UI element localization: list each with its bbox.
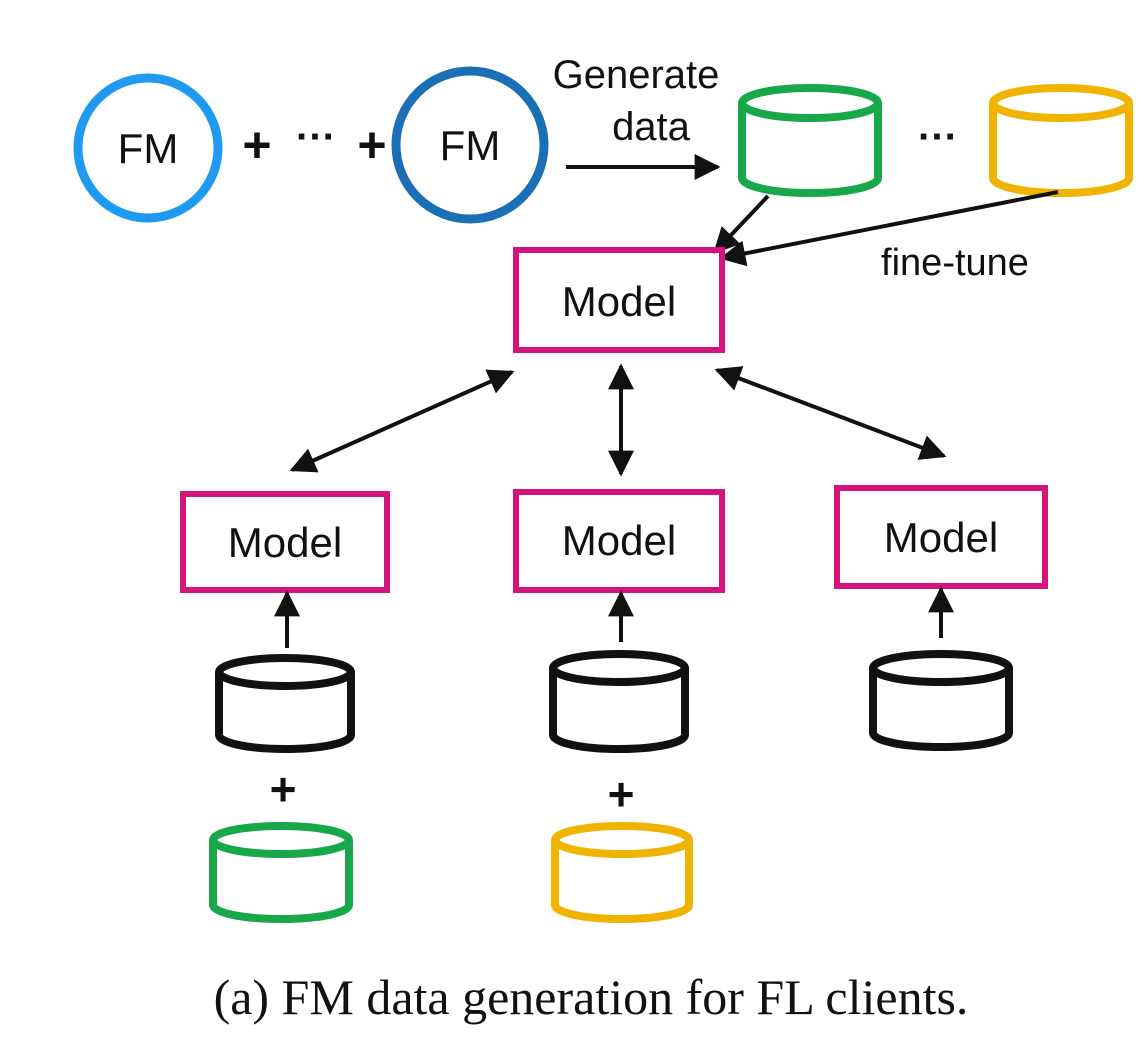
client-model-label-3: Model xyxy=(884,514,998,561)
figure-caption: (a) FM data generation for FL clients. xyxy=(214,969,969,1025)
client-model-box-1: Model xyxy=(180,491,390,593)
fm-left-label: FM xyxy=(118,125,179,172)
generated-dataset-yellow xyxy=(989,84,1133,197)
finetune-arrow-from-green xyxy=(713,194,770,254)
sync-arrow-left-client xyxy=(289,369,515,473)
client-local-dataset-3 xyxy=(869,650,1013,751)
generate-data-label-line2: data xyxy=(612,105,691,149)
client-synthetic-dataset-green xyxy=(209,822,353,923)
finetune-label: fine-tune xyxy=(881,242,1029,284)
client-local-dataset-2 xyxy=(549,650,689,753)
client-model-box-2: Model xyxy=(513,489,725,593)
server-model-box: Model xyxy=(513,247,725,353)
client-plus-sign-1: + xyxy=(270,763,297,815)
plus-sign-right: + xyxy=(357,117,386,173)
fm-circle-left: FM xyxy=(73,73,223,223)
generated-dataset-green xyxy=(738,84,882,197)
ellipsis-between-datasets: ··· xyxy=(918,115,958,159)
generate-data-label-line1: Generate xyxy=(553,53,720,97)
server-model-label: Model xyxy=(562,278,676,325)
client-model-label-2: Model xyxy=(562,517,676,564)
fm-right-label: FM xyxy=(440,122,501,169)
client-plus-sign-2: + xyxy=(608,768,635,820)
client-model-box-3: Model xyxy=(834,485,1048,589)
ellipsis-between-fms: ··· xyxy=(296,115,336,159)
fm-circle-right: FM xyxy=(391,66,549,224)
sync-arrow-right-client xyxy=(714,366,947,460)
finetune-arrow-from-yellow xyxy=(719,190,1059,267)
client-synthetic-dataset-yellow xyxy=(551,822,693,923)
client-local-dataset-1 xyxy=(215,654,355,753)
plus-sign-left: + xyxy=(242,117,271,173)
client-model-label-1: Model xyxy=(228,519,342,566)
